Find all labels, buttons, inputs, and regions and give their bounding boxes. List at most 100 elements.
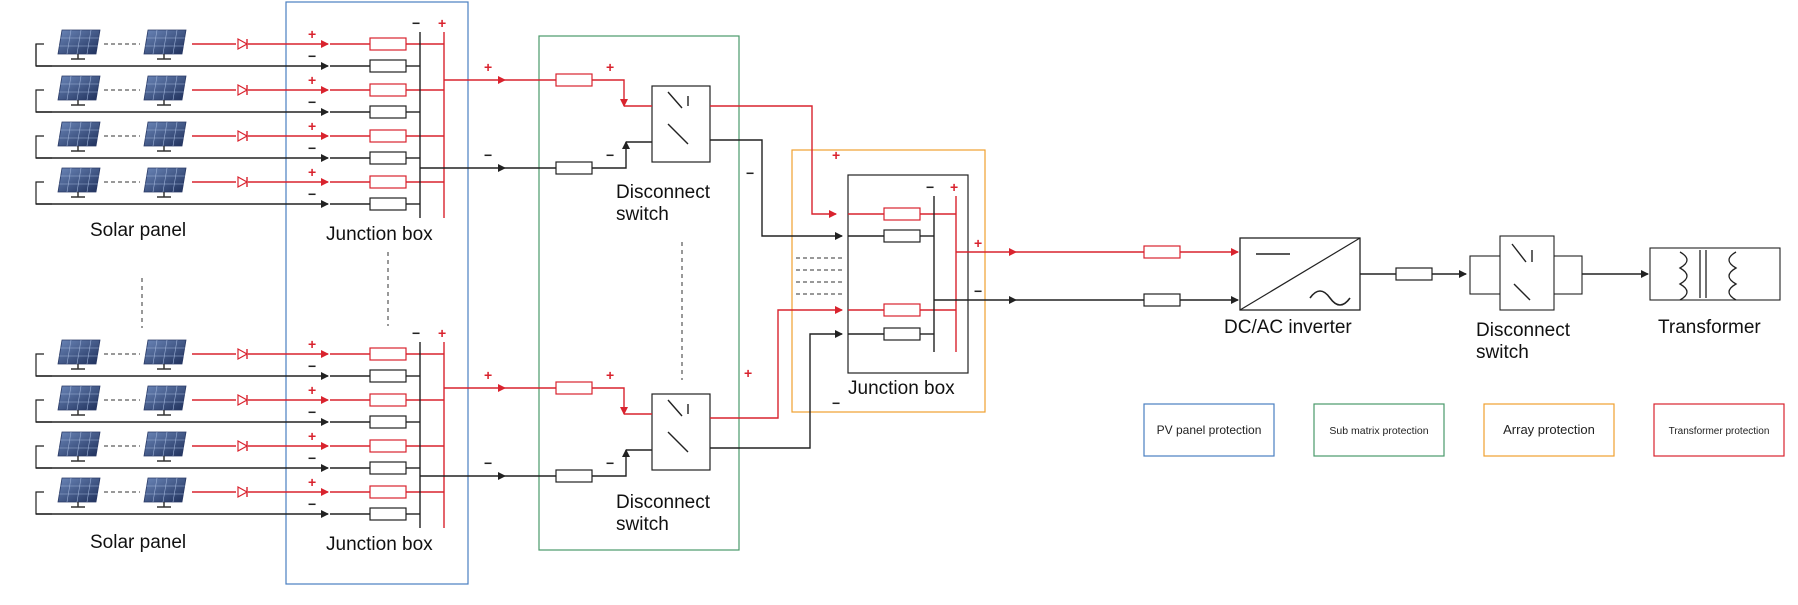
solar-panel-icon [57, 29, 101, 60]
sign: + [974, 235, 982, 251]
plus-sign: + [308, 428, 316, 444]
string-fuse-negative [369, 59, 407, 73]
string-fuse-positive [369, 175, 407, 189]
plus-sign: + [308, 474, 316, 490]
string-return-wire [35, 135, 52, 159]
legend-label: Array protection [1503, 422, 1595, 437]
bus-minus-sign-bottom: − [412, 325, 420, 341]
sign: − [974, 283, 982, 299]
string-fuse-positive [369, 485, 407, 499]
disconnect-switch-top-label-2: switch [616, 204, 669, 225]
string-fuse-negative [369, 461, 407, 475]
sign: + [606, 367, 614, 383]
disconnect-switch-bottom [624, 306, 843, 471]
sub-matrix-protection-box [538, 35, 740, 551]
solar-panel-icon [57, 339, 101, 370]
plus-sign: + [308, 118, 316, 134]
bus-plus-sign-bottom: + [438, 325, 446, 341]
solar-panel-icon [57, 75, 101, 106]
legend-pv-panel-protection [1143, 403, 1275, 457]
disconnect-output-label-2: switch [1476, 342, 1529, 363]
top-subarray-feed: + + − − [420, 59, 630, 175]
string-fuse-positive [369, 37, 407, 51]
inverter-label: DC/AC inverter [1224, 317, 1352, 338]
blocking-diode-icon [237, 440, 248, 452]
transformer-label: Transformer [1658, 317, 1761, 338]
minus-sign: − [308, 140, 316, 156]
legend-label: PV panel protection [1157, 423, 1262, 437]
solar-panel-icon [143, 339, 187, 370]
string-fuse-positive [369, 83, 407, 97]
minus-sign: − [308, 496, 316, 512]
disconnect-switch-bottom-label-2: switch [616, 514, 669, 535]
solar-panel-icon [57, 121, 101, 152]
sign: − [926, 179, 934, 195]
sign: + [606, 59, 614, 75]
string-return-wire [35, 89, 52, 113]
sign: − [484, 147, 492, 163]
sign: + [950, 179, 958, 195]
sign: + [484, 59, 492, 75]
string-fuse-positive [369, 439, 407, 453]
blocking-diode-icon [237, 130, 248, 142]
string-return-wire [35, 399, 52, 423]
dc-ac-inverter [1239, 237, 1361, 311]
blocking-diode-icon [237, 348, 248, 360]
solar-panel-icon [143, 477, 187, 508]
legend-label: Transformer protection [1669, 426, 1770, 437]
bottom-subarray-feed: + + − − [420, 367, 630, 483]
bus-plus-sign-top: + [438, 15, 446, 31]
minus-sign: − [308, 48, 316, 64]
inverter-feed: + − [934, 235, 1239, 307]
string-fuse-negative [369, 507, 407, 521]
solar-panel-icon [143, 431, 187, 462]
sign: − [606, 455, 614, 471]
sign: − [484, 455, 492, 471]
solar-panel-icon [143, 167, 187, 198]
solar-panel-label-bottom: Solar panel [90, 532, 186, 553]
solar-panel-icon [143, 75, 187, 106]
legend-sub-matrix-protection [1313, 403, 1445, 457]
minus-sign: − [308, 450, 316, 466]
junction-box-label-bottom: Junction box [326, 534, 433, 555]
main-junction-box-label: Junction box [848, 378, 955, 399]
additional-inputs-dashes [796, 257, 844, 295]
solar-panel-icon [143, 29, 187, 60]
string-fuse-positive [369, 393, 407, 407]
string-fuse-negative [369, 105, 407, 119]
disconnect-switch-top [624, 85, 843, 240]
string-return-wire [35, 491, 52, 515]
plus-sign: + [308, 72, 316, 88]
blocking-diode-icon [237, 84, 248, 96]
plus-sign: + [308, 164, 316, 180]
legend: PV panel protection Sub matrix protectio… [1143, 403, 1785, 457]
string-fuse-negative [369, 415, 407, 429]
string-fuse-positive [369, 347, 407, 361]
sign: − [606, 147, 614, 163]
transformer-symbol [1649, 247, 1781, 301]
minus-sign: − [308, 404, 316, 420]
blocking-diode-icon [237, 394, 248, 406]
junction-box-label-top: Junction box [326, 224, 433, 245]
sign: + [744, 365, 752, 381]
sign: + [484, 367, 492, 383]
solar-panel-icon [57, 477, 101, 508]
sign: − [832, 395, 840, 411]
string-return-wire [35, 43, 52, 67]
string-return-wire [35, 353, 52, 377]
inverter-output-fuse [1395, 267, 1433, 281]
blocking-diode-icon [237, 38, 248, 50]
solar-panel-icon [57, 167, 101, 198]
string-fuse-negative [369, 369, 407, 383]
array-protection-box [791, 149, 986, 413]
plus-sign: + [308, 336, 316, 352]
pv-panel-protection-box [285, 1, 469, 585]
string-return-wire [35, 445, 52, 469]
blocking-diode-icon [237, 486, 248, 498]
main-junction-box: − + [847, 174, 969, 374]
solar-panel-icon [57, 431, 101, 462]
plus-sign: + [308, 382, 316, 398]
solar-panel-label-top: Solar panel [90, 220, 186, 241]
string-return-wire [35, 181, 52, 205]
